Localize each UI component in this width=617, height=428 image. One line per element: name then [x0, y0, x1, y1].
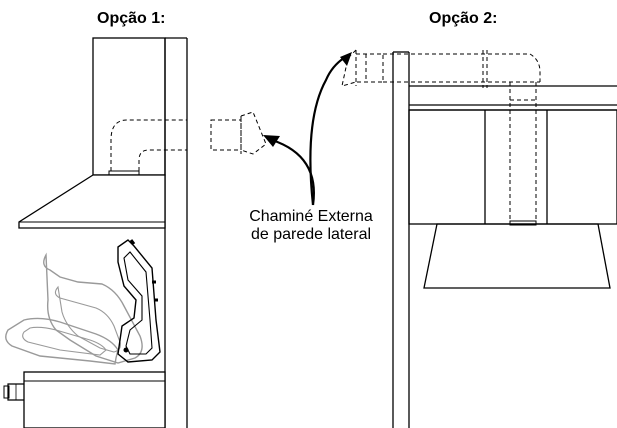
option1-elbow-duct	[110, 119, 187, 171]
callout-label: Chaminé Externa de parede lateral	[213, 208, 409, 244]
option2-wall-cap	[341, 49, 384, 87]
option2-drawing	[341, 49, 617, 428]
option2-hood	[423, 223, 611, 289]
callout-arrow	[263, 52, 352, 206]
option1-wall-cap	[210, 111, 267, 155]
option1-drawing	[3, 37, 267, 428]
option2-title: Opção 2:	[429, 10, 498, 27]
option1-range	[3, 371, 166, 428]
option2-duct	[383, 50, 541, 226]
option1-panel	[117, 239, 161, 363]
option2-cabinet	[408, 109, 617, 225]
callout-line2: de parede lateral	[250, 226, 372, 243]
callout-line1: Chaminé Externa	[249, 208, 373, 225]
option1-hood	[18, 174, 166, 229]
option1-panel-ghost	[5, 252, 143, 365]
option1-chimney	[92, 37, 166, 176]
option1-title: Opção 1:	[97, 10, 166, 27]
